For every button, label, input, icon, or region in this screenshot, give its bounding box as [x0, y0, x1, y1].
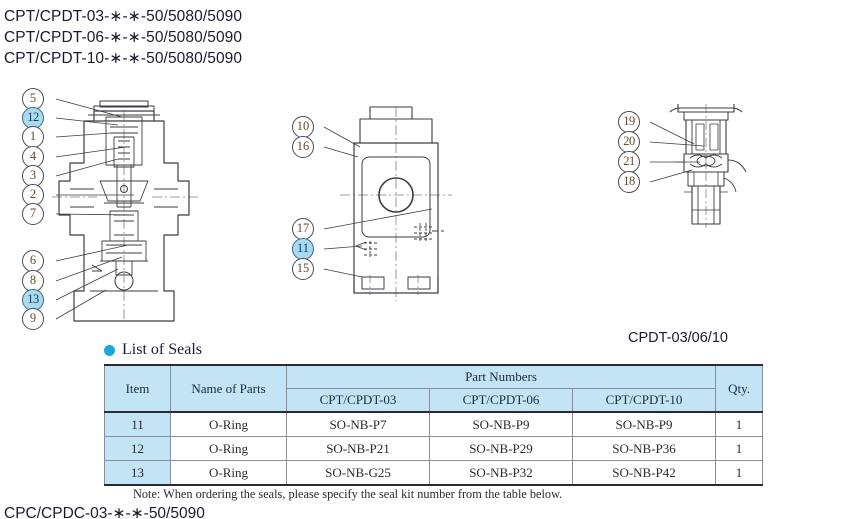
- callout-12[interactable]: 12: [22, 107, 44, 129]
- col-header-qty: Qty.: [715, 364, 764, 413]
- cell-qty: 1: [715, 436, 764, 461]
- table-body: 11 O-Ring SO-NB-P7 SO-NB-P9 SO-NB-P9 1 1…: [104, 411, 764, 486]
- leader-lines: [55, 98, 134, 320]
- cell-pn-06: SO-NB-P32: [429, 460, 573, 486]
- figure-cpdt-detail-right: 19 20 21 18: [618, 100, 848, 280]
- cell-pn-10: SO-NB-P42: [571, 460, 717, 486]
- bullet-dot-icon: [104, 344, 115, 356]
- model-title-line-3: CPT/CPDT-10-∗-∗-50/5080/5090: [4, 50, 243, 67]
- model-title-line-1: CPT/CPDT-03-∗-∗-50/5080/5090: [4, 8, 243, 25]
- cell-item: 13: [104, 460, 171, 486]
- col-header-item: Item: [104, 364, 171, 413]
- col-header-name-of-parts: Name of Parts: [170, 364, 287, 413]
- cell-pn-10: SO-NB-P36: [571, 436, 717, 461]
- cell-pn-06: SO-NB-P9: [429, 411, 573, 437]
- cell-pn-10: SO-NB-P9: [571, 411, 717, 437]
- callout-17[interactable]: 17: [292, 218, 314, 240]
- col-header-model-cpt-cpdt-10: CPT/CPDT-10: [571, 388, 717, 413]
- callout-21[interactable]: 21: [618, 151, 640, 173]
- model-title-block: CPT/CPDT-03-∗-∗-50/5080/5090 CPT/CPDT-06…: [4, 6, 242, 69]
- next-section-title-partial: CPC/CPDC-03-∗-∗-50/5090: [4, 505, 205, 519]
- callout-20[interactable]: 20: [618, 131, 640, 153]
- cell-name: O-Ring: [170, 460, 287, 486]
- table-header-row-1: Item Name of Parts Part Numbers Qty.: [104, 364, 764, 413]
- figures-area: 5 12 1 4 3 2 7 6 8 13 9: [0, 80, 867, 346]
- callout-16[interactable]: 16: [292, 136, 314, 158]
- table-note: Note: When ordering the seals, please sp…: [133, 487, 563, 501]
- cell-pn-06: SO-NB-P29: [429, 436, 573, 461]
- callout-11[interactable]: 11: [292, 238, 314, 260]
- model-title-line-2: CPT/CPDT-06-∗-∗-50/5080/5090: [4, 29, 243, 46]
- cell-item: 12: [104, 436, 171, 461]
- callout-18[interactable]: 18: [618, 171, 640, 193]
- cell-pn-03: SO-NB-G25: [286, 460, 430, 486]
- callout-15[interactable]: 15: [292, 258, 314, 280]
- cpdt-detail-drawing: [649, 104, 747, 228]
- cell-qty: 1: [715, 460, 764, 486]
- col-header-model-cpt-cpdt-06: CPT/CPDT-06: [429, 388, 573, 413]
- callout-7[interactable]: 7: [22, 203, 44, 225]
- cell-pn-03: SO-NB-P21: [286, 436, 430, 461]
- callout-9[interactable]: 9: [22, 308, 44, 330]
- callout-3[interactable]: 3: [22, 165, 44, 187]
- callout-13[interactable]: 13: [22, 289, 44, 311]
- table-header-row-2: CPT/CPDT-03 CPT/CPDT-06 CPT/CPDT-10: [105, 388, 763, 413]
- table-header: Item Name of Parts Part Numbers Qty. CPT…: [104, 364, 764, 413]
- table-row: 12 O-Ring SO-NB-P21 SO-NB-P29 SO-NB-P36 …: [104, 436, 764, 461]
- section-heading-list-of-seals: List of Seals: [104, 341, 202, 359]
- col-header-part-numbers: Part Numbers: [285, 364, 717, 389]
- table-row: 13 O-Ring SO-NB-G25 SO-NB-P32 SO-NB-P42 …: [104, 460, 764, 486]
- cell-qty: 1: [715, 411, 764, 437]
- cell-item: 11: [104, 411, 171, 437]
- section-heading-label: List of Seals: [122, 341, 202, 358]
- figure-valve-elevation-middle: 10 16 17 11 15: [292, 105, 517, 335]
- valve-elevation-drawing: [323, 106, 452, 301]
- figure-valve-section-left: 5 12 1 4 3 2 7 6 8 13 9: [22, 85, 262, 340]
- callout-10[interactable]: 10: [292, 116, 314, 138]
- leader-lines: [323, 126, 433, 278]
- cell-pn-03: SO-NB-P7: [286, 411, 430, 437]
- table-row: 11 O-Ring SO-NB-P7 SO-NB-P9 SO-NB-P9 1: [104, 411, 764, 437]
- cell-name: O-Ring: [170, 411, 287, 437]
- cell-name: O-Ring: [170, 436, 287, 461]
- valve-section-drawing: [52, 98, 198, 322]
- col-header-model-cpt-cpdt-03: CPT/CPDT-03: [286, 388, 430, 413]
- list-of-seals-table: Item Name of Parts Part Numbers Qty. CPT…: [104, 364, 764, 486]
- callout-1[interactable]: 1: [22, 126, 44, 148]
- callout-6[interactable]: 6: [22, 250, 44, 272]
- callout-19[interactable]: 19: [618, 111, 640, 133]
- callout-2[interactable]: 2: [22, 184, 44, 206]
- figure-right-caption: CPDT-03/06/10: [628, 330, 728, 346]
